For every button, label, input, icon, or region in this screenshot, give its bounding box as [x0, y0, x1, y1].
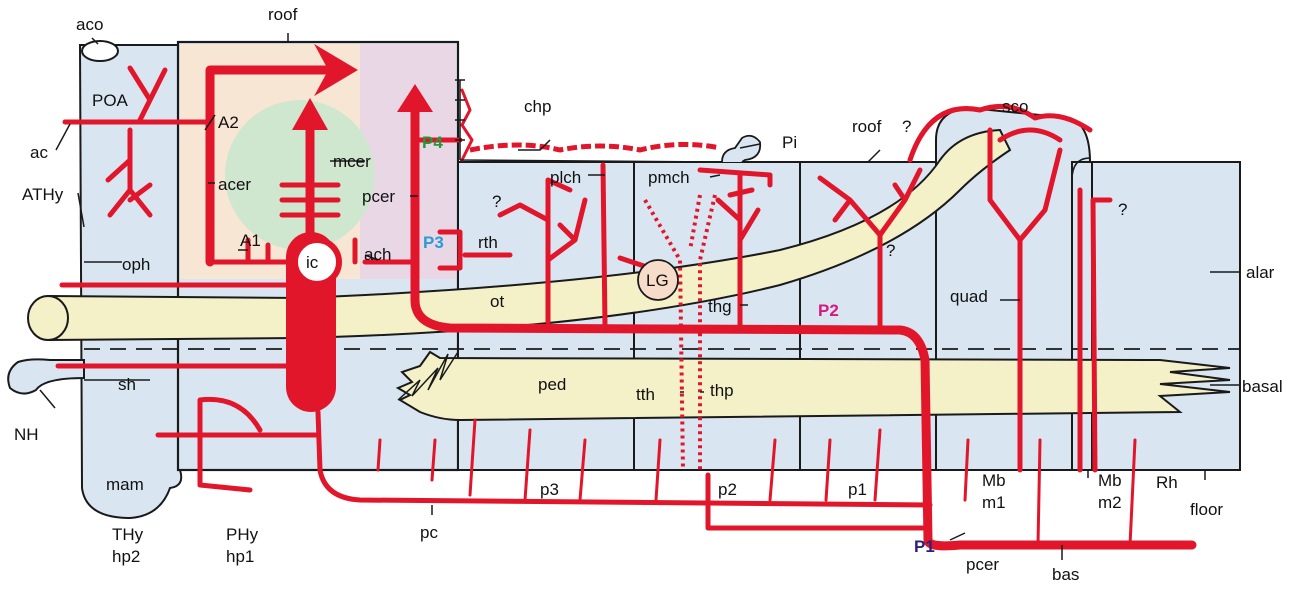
rh-region: [1091, 161, 1241, 471]
p2-region: [633, 161, 801, 471]
label-pc: pc: [420, 523, 438, 542]
ic-circle: [292, 237, 342, 287]
label-pcer-upper: pcer: [362, 187, 395, 206]
label-oph: oph: [122, 255, 150, 274]
label-thg: thg: [708, 297, 732, 316]
label-mcer: mcer: [333, 152, 371, 171]
label-p2: p2: [718, 480, 737, 499]
label-poa: POA: [92, 91, 129, 110]
label-pi: Pi: [782, 133, 797, 152]
label-pcer-lower: pcer: [966, 555, 999, 574]
lg-nucleus: [637, 259, 679, 301]
label-bas: bas: [1052, 565, 1079, 584]
label-mb1: Mb: [982, 471, 1006, 490]
label-hp1: hp1: [226, 547, 254, 566]
label-alar: alar: [1246, 263, 1275, 282]
label-athy: ATHy: [22, 185, 64, 204]
label-p1: p1: [848, 480, 867, 499]
label-roof-top: roof: [268, 5, 298, 24]
label-mam: mam: [106, 475, 144, 494]
label-lg: LG: [646, 271, 669, 290]
label-sh: sh: [118, 375, 136, 394]
label-tth: tth: [636, 385, 655, 404]
label-pmch: pmch: [648, 168, 690, 187]
label-plch: plch: [550, 168, 581, 187]
label-a2: A2: [218, 113, 239, 132]
label-ac: ac: [30, 143, 48, 162]
label-aco: aco: [76, 15, 103, 34]
label-q2: ?: [902, 117, 911, 136]
label-ach: ach: [364, 245, 391, 264]
label-thp: thp: [710, 381, 734, 400]
label-thy: THy: [112, 525, 144, 544]
label-q1: ?: [492, 192, 501, 211]
label-mb2: Mb: [1098, 471, 1122, 490]
aco-commissure: [81, 40, 119, 62]
label-ic: ic: [306, 253, 319, 272]
label-rth: rth: [478, 233, 498, 252]
label-nh: NH: [14, 425, 39, 444]
label-acer: acer: [218, 175, 251, 194]
roof-zone: [360, 44, 456, 279]
label-P3: P3: [423, 233, 444, 252]
label-quad: quad: [950, 287, 988, 306]
peduncle-tract: [395, 350, 1231, 422]
thy-region: [78, 44, 183, 520]
label-phy: PHy: [226, 525, 259, 544]
label-q3: ?: [886, 241, 895, 260]
label-roof-mid: roof: [852, 117, 882, 136]
label-P4: P4: [422, 133, 443, 152]
label-m1: m1: [982, 493, 1006, 512]
label-ot: ot: [490, 292, 504, 311]
label-floor: floor: [1190, 500, 1223, 519]
label-q4: ?: [1118, 200, 1127, 219]
label-basal: basal: [1242, 377, 1283, 396]
label-m2: m2: [1098, 493, 1122, 512]
label-rh: Rh: [1156, 473, 1178, 492]
label-sco: sco: [1002, 97, 1028, 116]
label-ped: ped: [538, 375, 566, 394]
label-hp2: hp2: [112, 547, 140, 566]
label-chp: chp: [524, 97, 551, 116]
label-a1: A1: [240, 231, 261, 250]
label-P2: P2: [818, 301, 839, 320]
label-P1: P1: [914, 537, 935, 556]
label-p3: p3: [540, 480, 559, 499]
